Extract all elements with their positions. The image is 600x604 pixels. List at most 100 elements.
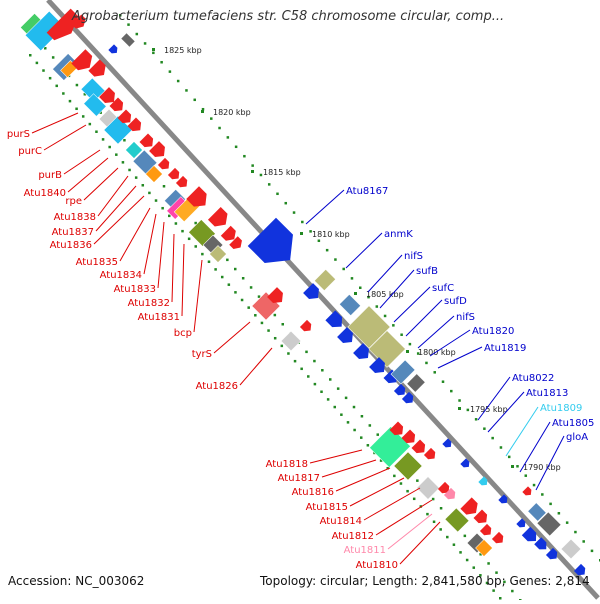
gene-feature[interactable] — [280, 330, 302, 352]
gene-feature[interactable] — [145, 165, 163, 183]
gene-arrow-forward[interactable] — [117, 109, 135, 127]
gene-label[interactable]: Atu1840 — [24, 188, 66, 199]
gene-label[interactable]: tyrS — [192, 349, 212, 360]
gene-label[interactable]: Atu1810 — [356, 560, 398, 571]
gene-label[interactable]: Atu1837 — [52, 227, 94, 238]
gene-arrow-forward[interactable] — [411, 439, 429, 457]
gene-arrow-reverse[interactable] — [108, 44, 119, 55]
gene-arrow-reverse[interactable] — [401, 391, 416, 406]
gene-feature[interactable] — [406, 373, 426, 393]
gene-arrow-reverse[interactable] — [478, 476, 489, 487]
gene-arrow-forward[interactable] — [149, 141, 169, 161]
gene-arrow-forward[interactable] — [473, 509, 491, 527]
gene-feature[interactable] — [536, 511, 562, 537]
gene-arrow-forward[interactable] — [267, 287, 287, 307]
gene-arrow-forward[interactable] — [139, 133, 157, 151]
gene-arrow-reverse[interactable] — [369, 357, 389, 377]
gene-label[interactable]: Atu1815 — [306, 502, 348, 513]
gene-feature[interactable] — [527, 502, 547, 522]
gene-label[interactable]: gloA — [566, 432, 588, 443]
gene-label[interactable]: Atu8167 — [346, 186, 388, 197]
gene-feature[interactable] — [83, 93, 107, 117]
gene-arrow-forward[interactable] — [127, 117, 145, 135]
gene-arrow-reverse[interactable] — [573, 563, 588, 578]
gene-feature[interactable] — [416, 476, 440, 500]
gene-feature[interactable] — [339, 294, 361, 316]
gene-arrow-forward[interactable] — [175, 175, 190, 190]
gene-arrow-reverse[interactable] — [498, 494, 509, 505]
gene-label[interactable]: Atu1834 — [100, 270, 142, 281]
gene-feature[interactable] — [390, 359, 416, 385]
gene-label[interactable]: purC — [18, 146, 42, 157]
gene-feature[interactable] — [560, 538, 582, 560]
gene-arrow-forward[interactable] — [88, 59, 109, 80]
gene-label[interactable]: Atu1831 — [138, 312, 180, 323]
gene-label[interactable]: anmK — [384, 229, 413, 240]
gene-label[interactable]: Atu8022 — [512, 373, 554, 384]
gene-label[interactable]: Atu1817 — [278, 473, 320, 484]
gene-arrow-reverse[interactable] — [337, 327, 357, 347]
gene-feature[interactable] — [209, 245, 227, 263]
gene-label[interactable]: nifS — [404, 251, 423, 262]
gene-label[interactable]: Atu1809 — [540, 403, 582, 414]
gene-label[interactable]: nifS — [456, 312, 475, 323]
gene-arrow-forward[interactable] — [71, 49, 96, 74]
gene-feature[interactable] — [368, 330, 406, 368]
gene-arrow-reverse[interactable] — [71, 14, 89, 32]
gene-arrow-reverse[interactable] — [545, 547, 560, 562]
gene-arrow-forward[interactable] — [522, 486, 533, 497]
gene-feature[interactable] — [347, 305, 391, 349]
gene-arrow-reverse[interactable] — [460, 458, 471, 469]
gene-label[interactable]: sufB — [416, 266, 438, 277]
gene-arrow-reverse[interactable] — [393, 383, 408, 398]
gene-arrow-forward[interactable] — [389, 421, 407, 439]
gene-label[interactable]: sufC — [432, 283, 454, 294]
gene-label[interactable]: Atu1818 — [266, 459, 308, 470]
gene-feature[interactable] — [475, 539, 493, 557]
gene-arrow-forward[interactable] — [401, 429, 419, 447]
gene-arrow-forward[interactable] — [157, 157, 172, 172]
gene-label[interactable]: rpe — [65, 196, 82, 207]
gene-label[interactable]: Atu1819 — [484, 343, 526, 354]
gene-arrow-forward[interactable] — [423, 447, 438, 462]
gene-arrow-reverse[interactable] — [516, 518, 527, 529]
gene-label[interactable]: Atu1814 — [320, 516, 362, 527]
gene-label[interactable]: Atu1836 — [50, 240, 92, 251]
gene-arrow-forward[interactable] — [299, 319, 314, 334]
gene-arrow-reverse[interactable] — [325, 310, 346, 331]
gene-label[interactable]: Atu1805 — [552, 418, 594, 429]
gene-label[interactable]: Atu1813 — [526, 388, 568, 399]
gene-label[interactable]: purB — [38, 170, 62, 181]
gene-feature[interactable] — [125, 141, 143, 159]
gene-arrow-forward[interactable] — [186, 186, 211, 211]
gene-label[interactable]: Atu1811 — [344, 545, 386, 556]
gene-label[interactable]: Atu1816 — [292, 487, 334, 498]
gene-arrow-forward[interactable] — [220, 225, 239, 244]
gene-arrow-forward[interactable] — [443, 487, 458, 502]
gene-arrow-forward[interactable] — [437, 481, 452, 496]
gene-arrow-reverse[interactable] — [442, 438, 453, 449]
gene-label[interactable]: purS — [7, 129, 30, 140]
gene-label[interactable]: Atu1833 — [114, 284, 156, 295]
gene-arrow-reverse[interactable] — [521, 526, 540, 545]
gene-arrow-forward[interactable] — [167, 167, 182, 182]
gene-label[interactable]: Atu1832 — [128, 298, 170, 309]
gene-arrow-forward[interactable] — [491, 531, 506, 546]
gene-feature[interactable] — [369, 426, 411, 468]
gene-arrow-forward[interactable] — [460, 497, 481, 518]
gene-label[interactable]: Atu1835 — [76, 257, 118, 268]
gene-label[interactable]: bcp — [174, 328, 192, 339]
gene-label[interactable]: Atu1812 — [332, 531, 374, 542]
gene-arrow-forward[interactable] — [207, 206, 232, 231]
gene-feature[interactable] — [103, 115, 133, 145]
gene-feature[interactable] — [314, 269, 336, 291]
gene-label[interactable]: Atu1826 — [196, 381, 238, 392]
gene-arrow-forward[interactable] — [109, 97, 127, 115]
gene-arrow-reverse[interactable] — [247, 217, 305, 275]
gene-feature[interactable] — [444, 507, 470, 533]
gene-label[interactable]: sufD — [444, 296, 467, 307]
gene-feature[interactable] — [80, 77, 106, 103]
gene-arrow-forward[interactable] — [99, 87, 119, 107]
